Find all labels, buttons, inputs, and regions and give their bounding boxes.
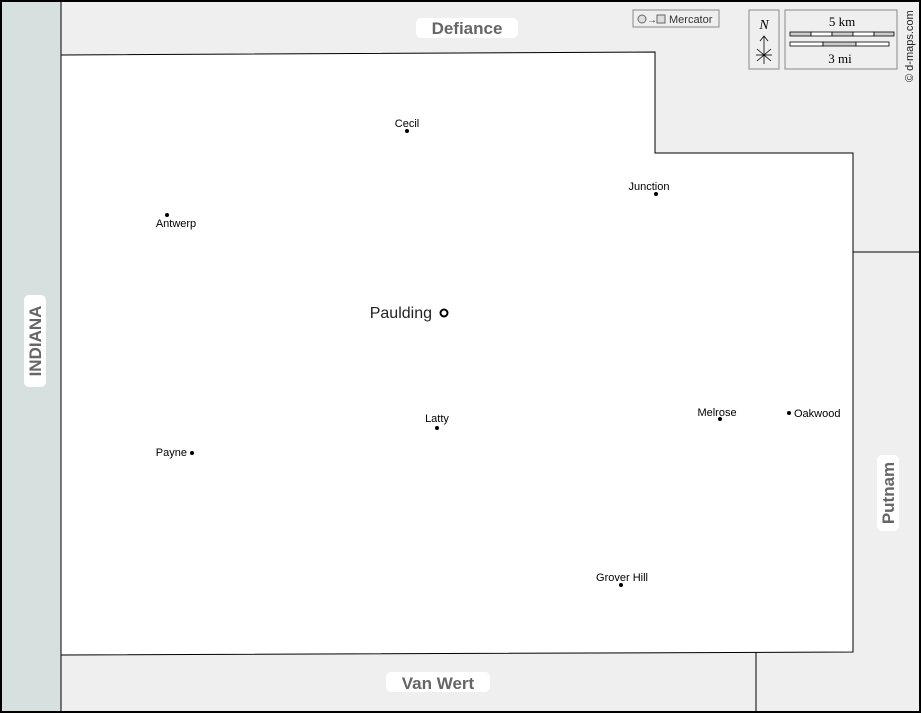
north-label: N	[758, 18, 769, 33]
place-label[interactable]: Latty	[425, 413, 449, 425]
label-defiance: Defiance	[432, 19, 503, 38]
label-indiana: INDIANA	[26, 306, 45, 377]
place-label[interactable]: Grover Hill	[596, 572, 648, 584]
seat-marker-icon	[439, 308, 449, 318]
place-label[interactable]: Cecil	[395, 118, 419, 130]
label-van-wert: Van Wert	[402, 674, 475, 693]
place-label[interactable]: Melrose	[697, 407, 736, 419]
place-cecil: Cecil	[395, 118, 419, 133]
place-label[interactable]: Junction	[629, 181, 670, 193]
scale-mi-label: 3 mi	[828, 51, 852, 66]
seat-label[interactable]: Paulding	[370, 305, 432, 322]
place-label[interactable]: Oakwood	[794, 408, 840, 420]
projection-label: Mercator	[669, 14, 713, 26]
paulding-county[interactable]	[60, 51, 854, 656]
place-melrose: Melrose	[697, 407, 737, 421]
place-grover-hill: Grover Hill	[596, 572, 648, 587]
svg-text:→: →	[647, 15, 657, 26]
globe-icon	[637, 14, 647, 24]
place-label[interactable]: Antwerp	[156, 218, 196, 230]
credit[interactable]: © d-maps.com	[904, 10, 916, 82]
place-payne: Payne	[156, 447, 194, 459]
scale-km-label: 5 km	[829, 14, 855, 29]
label-putnam: Putnam	[879, 462, 898, 524]
place-junction: Junction	[629, 181, 670, 196]
scale-bar-km	[789, 31, 895, 37]
place-latty: Latty	[425, 413, 449, 430]
square-map-icon	[656, 14, 666, 24]
place-antwerp: Antwerp	[156, 213, 196, 230]
place-oakwood: Oakwood	[787, 408, 840, 420]
scale-bar-mi	[789, 41, 890, 47]
place-label[interactable]: Payne	[156, 447, 187, 459]
north-arrow-icon	[756, 35, 772, 64]
